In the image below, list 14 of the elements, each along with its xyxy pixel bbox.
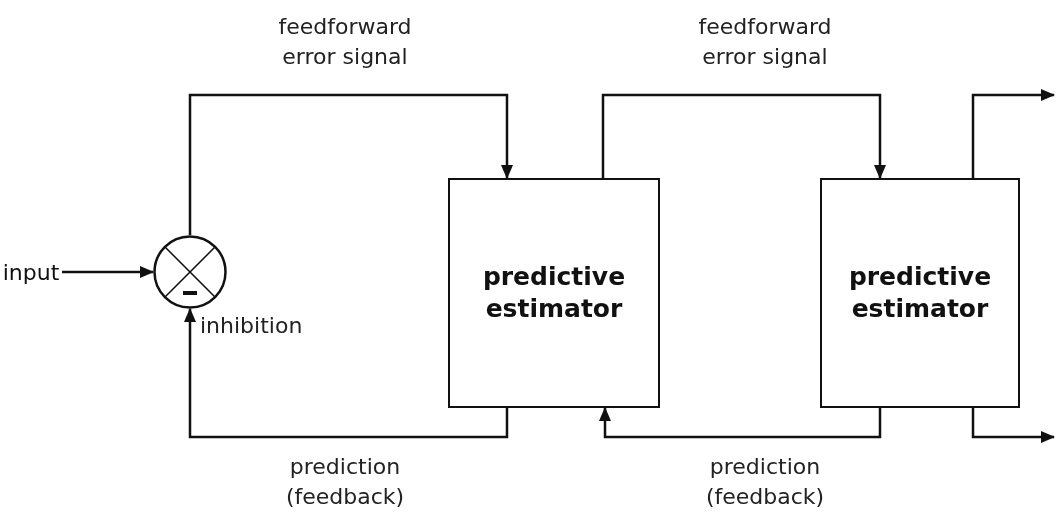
arrow [188,93,513,235]
annotation-text: inhibition [200,313,303,338]
arrow [971,89,1055,178]
arrow [599,407,882,439]
arrow [601,93,886,179]
arrow [971,408,1055,443]
process-box [448,178,660,408]
input-label: input [2,259,60,285]
arrow [184,308,509,439]
summing-junction [153,235,227,309]
box-label: predictive estimator [481,260,627,325]
arrow [62,266,154,278]
box-label: predictive estimator [847,260,993,325]
process-box [820,178,1020,408]
